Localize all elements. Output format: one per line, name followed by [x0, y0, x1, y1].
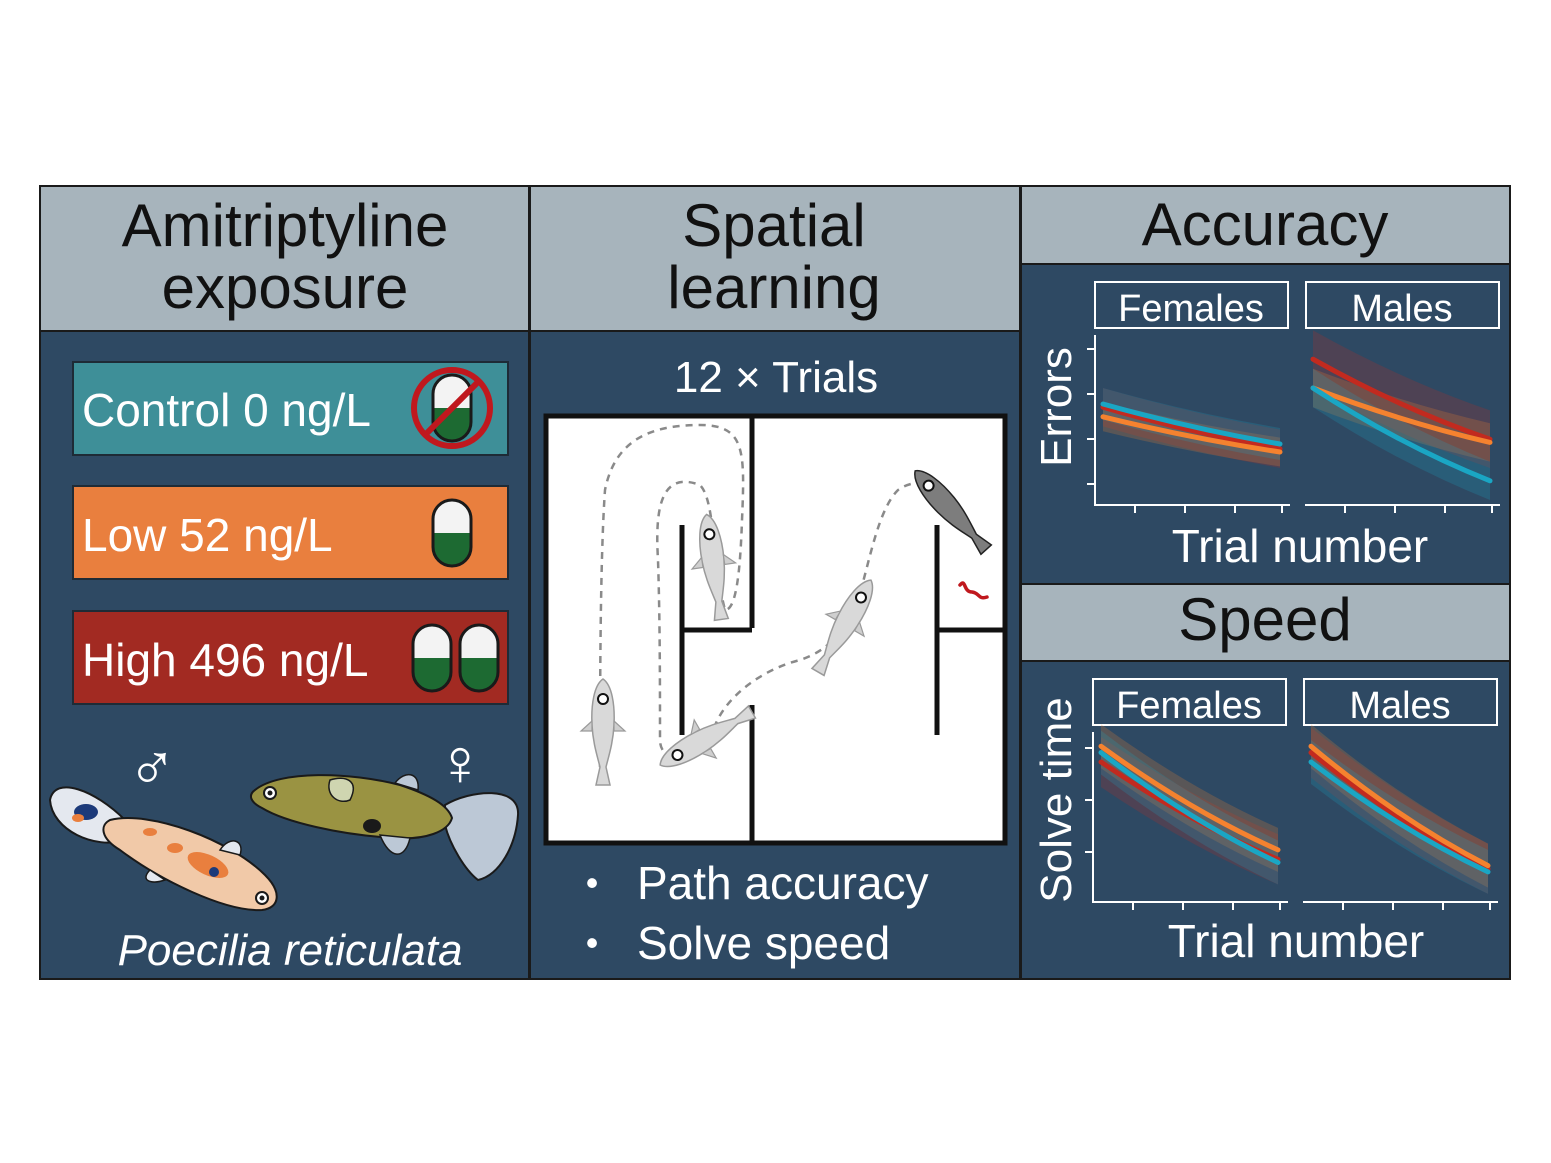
- accuracy-title: Accuracy: [1142, 191, 1389, 258]
- speed-title: Speed: [1178, 586, 1352, 653]
- female-symbol: ♀: [435, 725, 485, 799]
- male-symbol: ♂: [127, 730, 177, 804]
- accuracy-males-low-band: [1313, 368, 1490, 462]
- speed-females-axes: [1092, 732, 1288, 903]
- exposure-title-line1: Amitriptyline: [122, 192, 449, 259]
- single-pill-icon: [433, 500, 471, 566]
- accuracy-males-control-line: [1310, 385, 1493, 484]
- accuracy-header-bg: [1020, 185, 1511, 265]
- bullet-solve-speed: Solve speed: [637, 917, 890, 969]
- speed-panel: Speed Females Males Solve time Trial num…: [1020, 583, 1511, 980]
- accuracy-facet-males-box: [1305, 281, 1500, 329]
- species-name: Poecilia reticulata: [118, 926, 463, 975]
- exposure-panel: Amitriptyline exposure Control 0 ng/L Lo…: [39, 185, 530, 980]
- speed-females-control-line: [1098, 750, 1281, 865]
- accuracy-ylabel: Errors: [1032, 347, 1081, 467]
- accuracy-facet-females: Females: [1118, 288, 1264, 330]
- accuracy-females-plot: [1087, 335, 1290, 513]
- speed-females-low-band: [1101, 724, 1278, 872]
- speed-males-high-line: [1308, 750, 1491, 872]
- food-reward-icon: [958, 581, 989, 600]
- speed-header-bg: [1020, 583, 1511, 662]
- accuracy-females-low-line: [1100, 414, 1283, 455]
- accuracy-females-control-line: [1100, 401, 1283, 447]
- accuracy-males-high-line: [1310, 356, 1493, 442]
- accuracy-females-ticks: [1087, 348, 1283, 513]
- speed-facet-females-box: [1092, 678, 1287, 726]
- learning-title-line1: Spatial: [682, 192, 865, 259]
- accuracy-facet-males: Males: [1351, 288, 1452, 330]
- speed-males-plot: [1303, 724, 1498, 910]
- exposure-title-line2: exposure: [162, 254, 409, 321]
- low-group-label: Low 52 ng/L: [82, 509, 333, 561]
- accuracy-females-axes: [1094, 335, 1290, 506]
- speed-females-low-line: [1098, 743, 1281, 853]
- speed-females-high-band: [1101, 736, 1278, 885]
- accuracy-panel: Accuracy Females Males Errors Trial numb…: [1020, 185, 1511, 585]
- speed-ylabel: Solve time: [1032, 697, 1081, 902]
- speed-females-control-band: [1101, 730, 1278, 885]
- bullet-path-accuracy: Path accuracy: [637, 857, 928, 909]
- accuracy-females-high-line: [1100, 404, 1283, 452]
- bullet-dot-1: •: [586, 862, 599, 903]
- accuracy-males-ticks: [1344, 505, 1493, 513]
- bullet-dot-2: •: [586, 922, 599, 963]
- accuracy-males-plot: [1305, 330, 1500, 513]
- speed-facet-males: Males: [1349, 685, 1450, 727]
- accuracy-xlabel: Trial number: [1172, 520, 1428, 572]
- high-group-label: High 496 ng/L: [82, 634, 368, 686]
- speed-males-control-line: [1308, 759, 1491, 875]
- speed-males-ticks: [1342, 902, 1491, 910]
- exposure-header-bg: [39, 185, 530, 332]
- male-guppy-illustration: [48, 786, 278, 912]
- speed-females-ticks: [1085, 747, 1281, 910]
- female-guppy-illustration: [249, 774, 520, 882]
- speed-body-bg: [1020, 660, 1511, 980]
- accuracy-facet-females-box: [1094, 281, 1289, 329]
- learning-panel: Spatial learning 12 × Trials • Path accu…: [529, 185, 1021, 980]
- trials-count: 12 × Trials: [674, 353, 878, 402]
- control-group-label: Control 0 ng/L: [82, 384, 371, 436]
- speed-xlabel: Trial number: [1168, 915, 1424, 967]
- maze-diagram: [543, 413, 1008, 846]
- speed-females-plot: [1085, 724, 1288, 910]
- speed-males-low-line: [1308, 743, 1491, 869]
- accuracy-males-low-line: [1310, 385, 1493, 445]
- speed-facet-females: Females: [1116, 685, 1262, 727]
- speed-facet-males-box: [1303, 678, 1498, 726]
- learning-title-line2: learning: [667, 254, 881, 321]
- no-drug-pill-icon: [411, 367, 493, 449]
